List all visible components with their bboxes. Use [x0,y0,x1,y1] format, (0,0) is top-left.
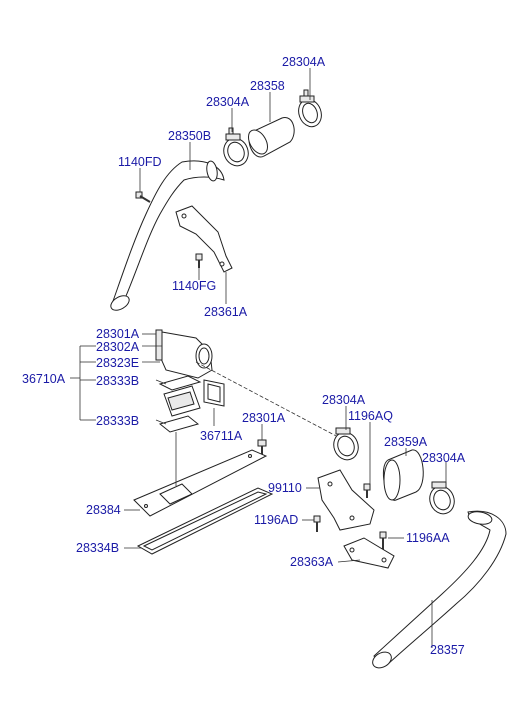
label-28301A-a: 28301A [96,327,140,341]
bolt-1196AD [313,515,321,532]
leader-lines [70,68,447,648]
label-28301A-b: 28301A [242,411,286,425]
label-1196AA: 1196AA [406,531,450,545]
label-28302A: 28302A [96,340,140,354]
label-28304A-mid: 28304A [206,95,250,109]
bolt-1140FD [135,191,151,203]
clamp-28304A-right [333,427,359,461]
label-28333B-a: 28333B [96,374,139,388]
gasket-28334B [136,487,274,555]
housing-28302A [157,331,213,379]
gasket-36711A [203,379,225,407]
plate-28384 [133,449,268,517]
label-1140FD: 1140FD [118,155,162,169]
label-28350B: 28350B [168,129,211,143]
pipe-28350B [110,160,225,311]
clamp-28304A-top [298,89,322,128]
label-28361A: 28361A [204,305,248,319]
bracket-28361A [175,205,233,273]
hose-28359A [383,449,424,501]
label-28304A-right: 28304A [322,393,366,407]
label-28334B: 28334B [76,541,119,555]
label-36711A: 36711A [200,429,243,443]
label-28358: 28358 [250,79,285,93]
plate-28363A [343,537,395,569]
bolt-1196AQ [363,483,371,498]
label-28304A-right2: 28304A [422,451,466,465]
label-1196AQ: 1196AQ [348,409,393,423]
gasket-28333B-lower [158,415,200,433]
clamp-28304A-right2 [429,481,455,515]
label-28363A: 28363A [290,555,334,569]
label-28359A: 28359A [384,435,428,449]
label-36710A: 36710A [22,372,66,386]
hose-28358 [248,117,295,158]
heater-element [163,385,201,417]
label-28333B-b: 28333B [96,414,139,428]
label-28323E: 28323E [96,356,139,370]
bolt-1140FG [195,253,203,268]
label-28384: 28384 [86,503,121,517]
gasket-28333B-upper [158,375,202,391]
label-28357: 28357 [430,643,465,657]
pipe-28357 [372,510,507,669]
label-1140FG: 1140FG [172,279,216,293]
clamp-28304A-mid [223,127,249,167]
bolt-1196AA [379,531,387,550]
bracket-99110 [317,469,375,531]
label-1196AD: 1196AD [254,513,298,527]
bolt-28301A-a [155,329,163,361]
leader-dashed-harness [195,361,341,439]
label-99110: 99110 [268,481,302,495]
label-28304A-top: 28304A [282,55,326,69]
